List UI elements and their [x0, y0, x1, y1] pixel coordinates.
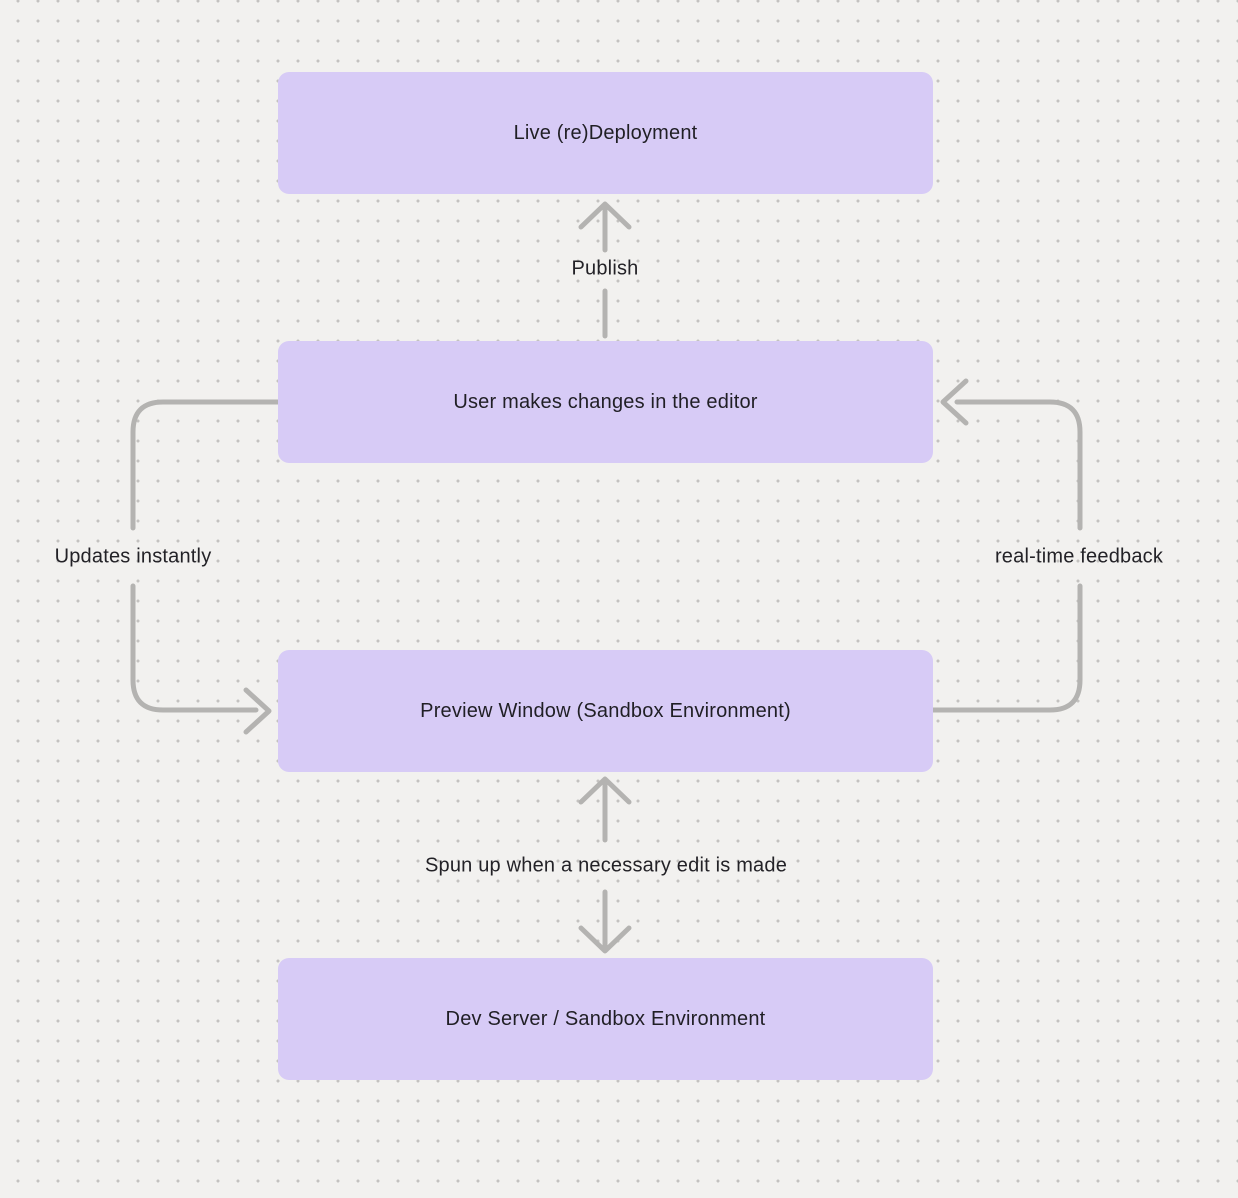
node-preview-window[interactable]: Preview Window (Sandbox Environment): [278, 650, 933, 772]
node-dev-server[interactable]: Dev Server / Sandbox Environment: [278, 958, 933, 1080]
node-user-editor-changes-label: User makes changes in the editor: [453, 390, 758, 413]
publish-arrow[interactable]: [578, 201, 632, 339]
real-time-feedback-arrow[interactable]: [930, 378, 1083, 713]
edge-label-updates-instantly: Updates instantly: [54, 545, 212, 568]
publish-arrowhead-up: [578, 201, 632, 230]
node-live-redeployment[interactable]: Live (re)Deployment: [278, 72, 933, 194]
edge-label-real-time-feedback: real-time feedback: [994, 545, 1164, 568]
node-user-editor-changes[interactable]: User makes changes in the editor: [278, 341, 933, 463]
updates-instantly-arrow[interactable]: [130, 399, 281, 735]
spunup-arrowhead-down: [578, 925, 632, 954]
node-live-redeployment-label: Live (re)Deployment: [513, 121, 698, 144]
updates-arrow-upper: [130, 399, 281, 531]
edge-label-spun-up: Spun up when a necessary edit is made: [424, 854, 788, 877]
spun-up-arrow[interactable]: [578, 776, 632, 954]
node-dev-server-label: Dev Server / Sandbox Environment: [445, 1007, 766, 1030]
node-preview-window-label: Preview Window (Sandbox Environment): [420, 699, 791, 722]
feedback-arrow-upper: [954, 399, 1083, 531]
updates-arrow-lower: [130, 583, 259, 713]
updates-arrowhead-right: [243, 687, 272, 735]
spunup-arrowhead-up: [578, 776, 632, 805]
feedback-arrowhead-left: [940, 378, 969, 426]
feedback-arrow-lower: [930, 583, 1083, 713]
edge-label-publish: Publish: [571, 257, 639, 280]
